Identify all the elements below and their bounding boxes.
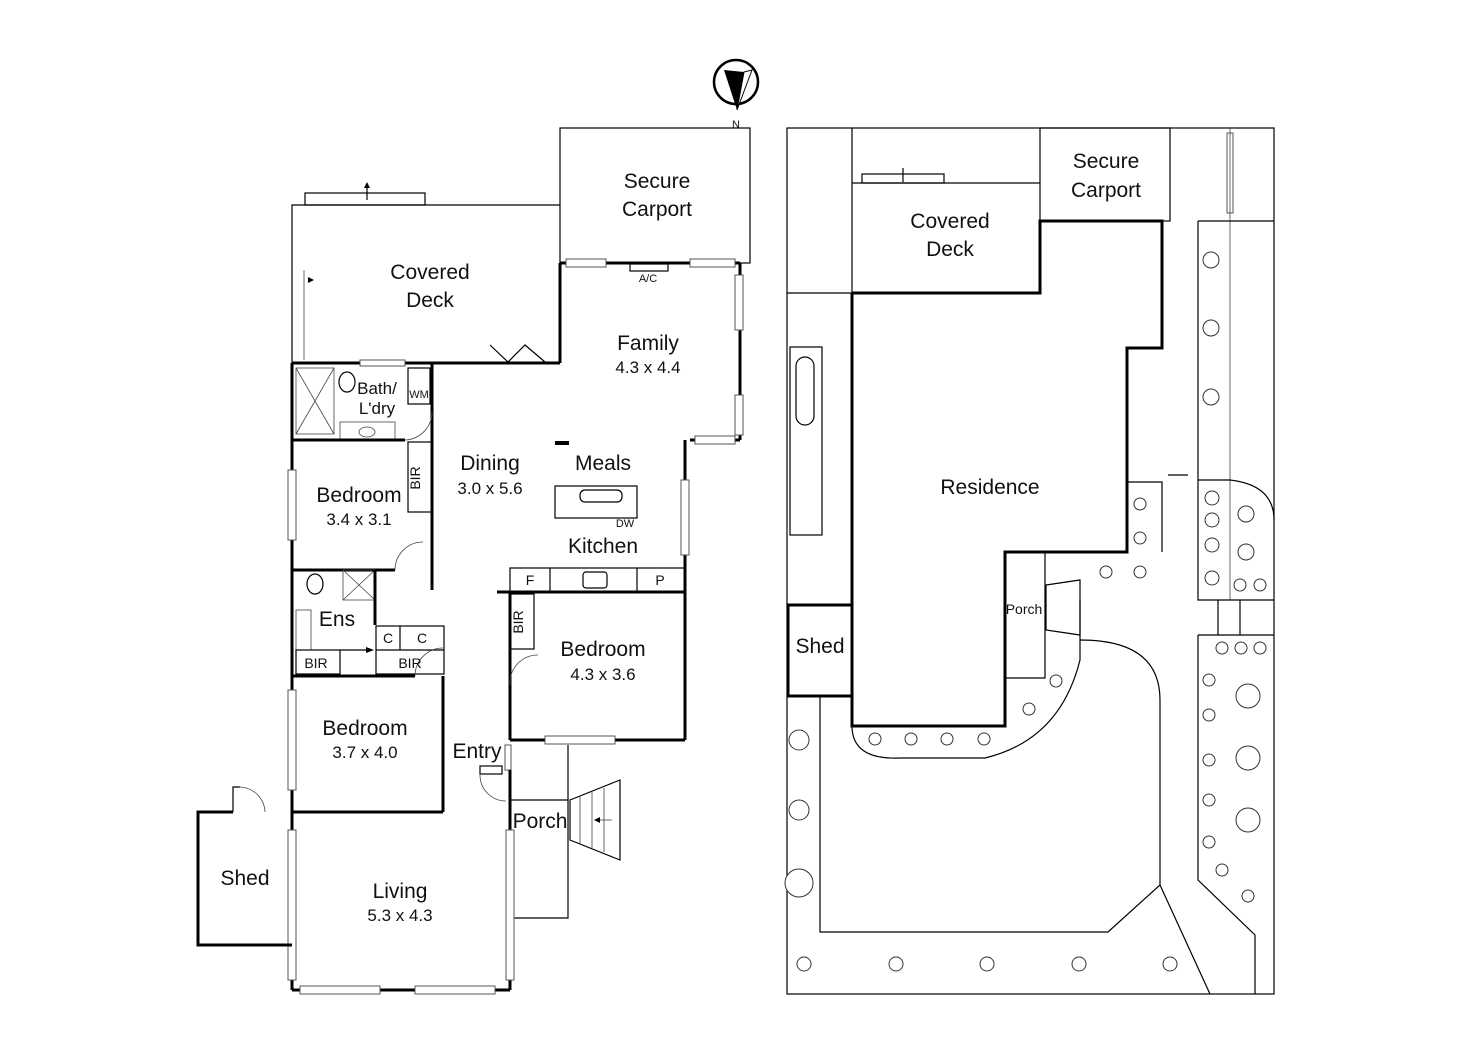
shrubs bbox=[784, 251, 1267, 972]
room-label-meals: Meals bbox=[575, 452, 631, 475]
bir-label-2: BIR bbox=[304, 655, 327, 671]
room-label-carport: Secure bbox=[624, 170, 691, 193]
svg-text:Carport: Carport bbox=[1071, 179, 1141, 202]
bir-label-1: BIR bbox=[407, 466, 423, 489]
bir-label-4: BIR bbox=[510, 610, 526, 633]
room-dims-bedroom-3: 3.7 x 4.0 bbox=[332, 743, 397, 762]
room-dims-bedroom-1: 3.4 x 3.1 bbox=[326, 510, 391, 529]
room-label-bedroom-1: Bedroom bbox=[316, 484, 401, 507]
site-plan-labels: Secure Carport Covered Deck Residence Po… bbox=[795, 150, 1141, 658]
svg-text:L'dry: L'dry bbox=[359, 399, 396, 418]
room-label-shed: Shed bbox=[220, 867, 269, 890]
room-label-bedroom-2: Bedroom bbox=[560, 638, 645, 661]
cupboard-label-1: C bbox=[383, 630, 393, 646]
room-label-family: Family bbox=[617, 332, 679, 355]
room-dims-living: 5.3 x 4.3 bbox=[367, 906, 432, 925]
residence-outline bbox=[850, 219, 1164, 728]
dw-label: DW bbox=[616, 518, 635, 530]
room-label-entry: Entry bbox=[452, 740, 502, 763]
bir-label-3: BIR bbox=[398, 655, 421, 671]
svg-text:Deck: Deck bbox=[406, 289, 454, 312]
room-label-covered-deck: Covered bbox=[390, 261, 469, 284]
room-dims-family: 4.3 x 4.4 bbox=[615, 358, 680, 377]
room-label-bath-laundry: Bath/ bbox=[357, 379, 397, 398]
north-label: N bbox=[732, 119, 740, 131]
room-label-kitchen: Kitchen bbox=[568, 535, 638, 558]
room-label-ensuite: Ens bbox=[319, 608, 355, 631]
room-dims-bedroom-2: 4.3 x 3.6 bbox=[570, 665, 635, 684]
fridge-label: F bbox=[526, 572, 535, 588]
room-label-bedroom-3: Bedroom bbox=[322, 717, 407, 740]
site-label-shed: Shed bbox=[795, 635, 844, 658]
north-compass-icon: N bbox=[712, 58, 760, 131]
site-boundary bbox=[786, 127, 1275, 995]
wm-label: WM bbox=[409, 389, 429, 401]
room-label-living: Living bbox=[373, 880, 428, 903]
svg-text:Deck: Deck bbox=[926, 238, 974, 261]
site-label-covered-deck: Covered bbox=[910, 210, 989, 233]
site-plan bbox=[784, 127, 1275, 995]
floor-plan-labels: Secure Carport Covered Deck Family 4.3 x… bbox=[220, 170, 692, 925]
cupboard-label-2: C bbox=[417, 630, 427, 646]
ac-label: A/C bbox=[639, 273, 657, 285]
covered-deck-outline bbox=[291, 204, 560, 363]
site-label-porch: Porch bbox=[1006, 601, 1043, 617]
room-label-dining: Dining bbox=[460, 452, 520, 475]
site-label-residence: Residence bbox=[940, 476, 1039, 499]
room-label-porch: Porch bbox=[513, 810, 568, 833]
pantry-label: P bbox=[655, 572, 664, 588]
site-label-carport: Secure bbox=[1073, 150, 1140, 173]
svg-text:Carport: Carport bbox=[622, 198, 692, 221]
floor-plan bbox=[196, 127, 751, 995]
secure-carport-area bbox=[559, 127, 751, 264]
site-carport bbox=[1039, 127, 1171, 222]
room-dims-dining: 3.0 x 5.6 bbox=[457, 479, 522, 498]
